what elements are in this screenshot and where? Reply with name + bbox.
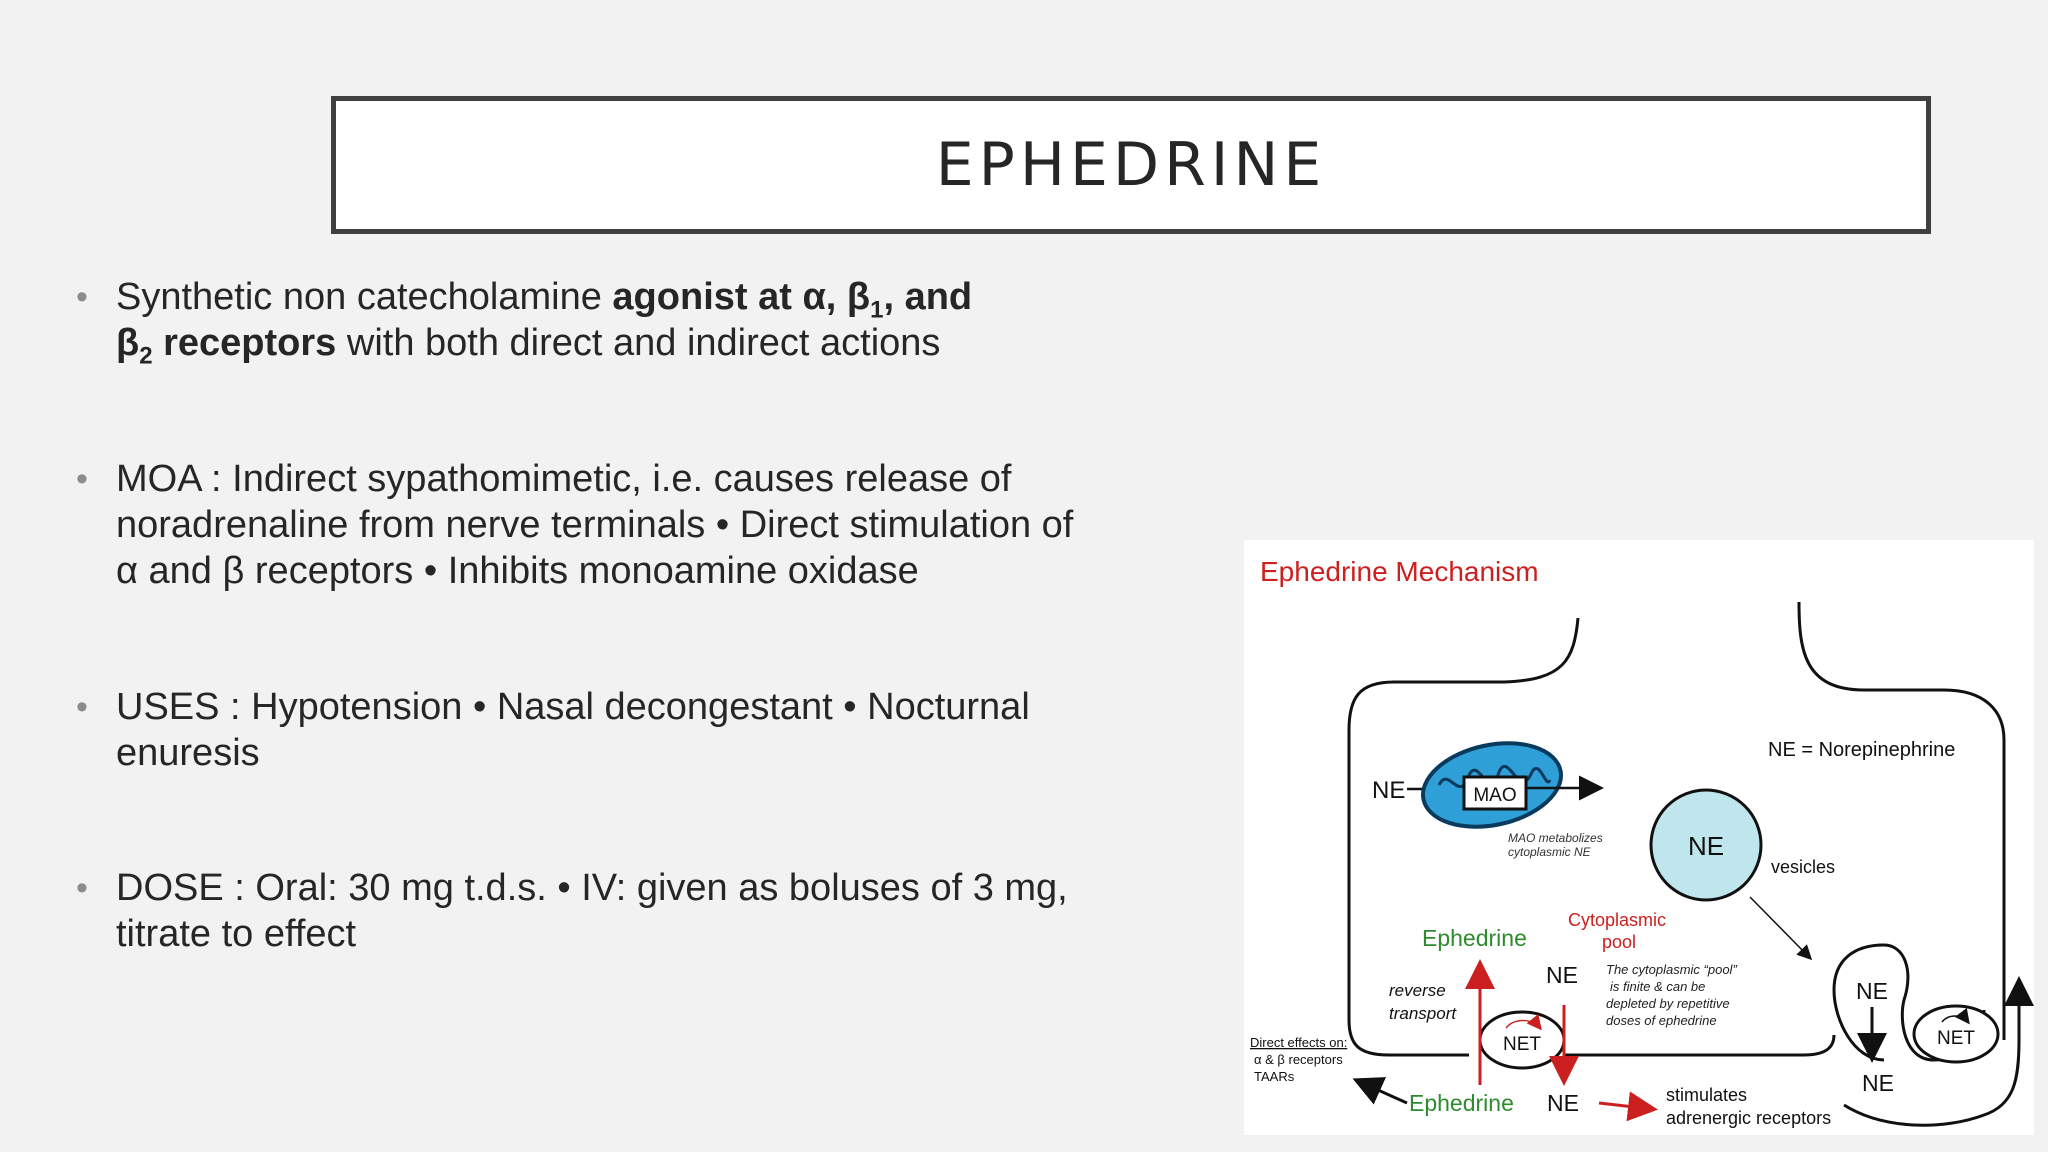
ne-right-top-label: NE [1856,978,1888,1004]
bullet-uses: USES : Hypotension • Nasal decongestant … [76,684,1030,776]
right-membrane [1797,601,2006,1040]
mao-note-2: cytoplasmic NE [1508,845,1592,859]
terminal-outline-lower [1564,1034,1836,1057]
pool-note-3: depleted by repetitive [1606,996,1730,1011]
ephedrine-mechanism-diagram: Ephedrine Mechanism NE = Norepinephrine … [1244,540,2034,1135]
mao-label: MAO [1473,785,1516,806]
net-right-cycle-icon [1941,1007,1970,1025]
vesicles-label: vesicles [1771,857,1835,877]
direct-effects-arrow [1352,1077,1408,1105]
pool-note-4: doses of ephedrine [1606,1013,1717,1028]
net-left-cycle-icon [1505,1013,1542,1031]
ephedrine-top-label: Ephedrine [1422,925,1527,951]
cyto-pool-label-1: Cytoplasmic [1568,910,1666,930]
vesicle-icon [1649,788,1763,902]
ne-bottom-label: NE [1547,1090,1579,1116]
mao-box [1462,775,1528,811]
bullet-agonist-line2: β2 receptors with both direct and indire… [116,322,941,370]
mao-note-1: MAO metabolizes [1508,831,1603,845]
ne-mid-label: NE [1546,962,1578,988]
net-right-label: NET [1937,1028,1975,1049]
ephedrine-bottom-label: Ephedrine [1409,1090,1514,1116]
cyto-pool-label-2: pool [1602,932,1636,952]
vesicle-arrow [1749,896,1813,961]
ne-right-bottom-label: NE [1862,1070,1894,1096]
pool-note-1: The cytoplasmic “pool” [1606,962,1737,977]
direct-effects-1: Direct effects on: [1250,1035,1347,1050]
ne-legend: NE = Norepinephrine [1768,739,1955,761]
stimulates-arrow [1598,1091,1658,1122]
diagram-title: Ephedrine Mechanism [1260,556,1539,587]
vesicle-ne-label: NE [1688,831,1724,861]
title-box: EPHEDRINE [331,96,1931,234]
net-right-transporter [1912,1004,2000,1064]
bullet-dose: DOSE : Oral: 30 mg t.d.s. • IV: given as… [76,865,1068,957]
direct-effects-3: TAARs [1254,1069,1295,1084]
ne-left-label: NE [1372,777,1405,804]
reverse-label-2: transport [1389,1004,1457,1023]
pool-note-2: is finite & can be [1610,979,1705,994]
bullet-moa: MOA : Indirect sypathomimetic, i.e. caus… [76,456,1073,594]
bullet-agonist: Synthetic non catecholamine agonist at α… [76,274,973,370]
net-left-label: NET [1503,1034,1541,1055]
reverse-label-1: reverse [1389,981,1446,1000]
stimulates-label-2: adrenergic receptors [1666,1108,1831,1128]
mitochondria-cristae-icon [1437,764,1552,789]
bottom-synapse-curve [1843,976,2034,1127]
slide-title: EPHEDRINE [935,130,1327,200]
direct-effects-2: α & β receptors [1254,1052,1343,1067]
bullet-agonist-line1: Synthetic non catecholamine agonist at α… [116,276,973,324]
terminal-outline [1347,617,1580,1057]
stimulates-label-1: stimulates [1666,1085,1747,1105]
